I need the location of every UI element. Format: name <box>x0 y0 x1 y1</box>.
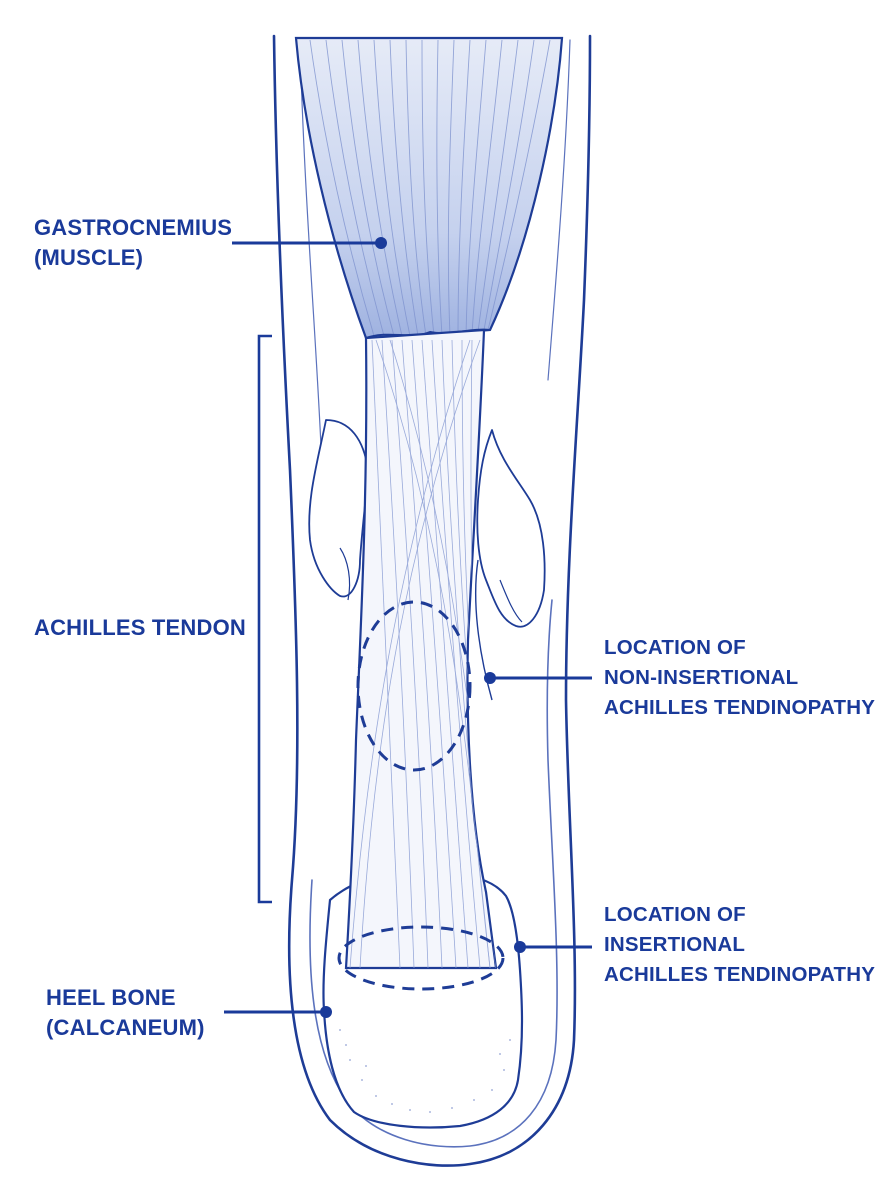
gastrocnemius-label: GASTROCNEMIUS (MUSCLE) <box>34 213 232 273</box>
dot-gastrocnemius <box>375 237 387 249</box>
achilles-tendon-label: ACHILLES TENDON <box>34 613 246 643</box>
gastrocnemius-muscle <box>296 38 562 338</box>
dot-non-insertional <box>484 672 496 684</box>
non-insertional-label: LOCATION OF NON-INSERTIONAL ACHILLES TEN… <box>604 633 875 723</box>
insertional-label-line1: LOCATION OF <box>604 900 875 930</box>
insertional-label: LOCATION OF INSERTIONAL ACHILLES TENDINO… <box>604 900 875 990</box>
achilles-tendon-label-line1: ACHILLES TENDON <box>34 613 246 643</box>
insertional-label-line3: ACHILLES TENDINOPATHY <box>604 960 875 990</box>
non-insertional-label-line2: NON-INSERTIONAL <box>604 663 875 693</box>
gastrocnemius-label-line2: (MUSCLE) <box>34 243 232 273</box>
non-insertional-label-line1: LOCATION OF <box>604 633 875 663</box>
dot-heel-bone <box>320 1006 332 1018</box>
achilles-tendon-shape <box>346 330 496 968</box>
gastrocnemius-label-line1: GASTROCNEMIUS <box>34 213 232 243</box>
dot-insertional <box>514 941 526 953</box>
heel-bone-label: HEEL BONE (CALCANEUM) <box>46 983 205 1043</box>
non-insertional-label-line3: ACHILLES TENDINOPATHY <box>604 693 875 723</box>
achilles-bracket <box>259 336 272 902</box>
insertional-label-line2: INSERTIONAL <box>604 930 875 960</box>
heel-bone-label-line1: HEEL BONE <box>46 983 205 1013</box>
heel-bone-label-line2: (CALCANEUM) <box>46 1013 205 1043</box>
